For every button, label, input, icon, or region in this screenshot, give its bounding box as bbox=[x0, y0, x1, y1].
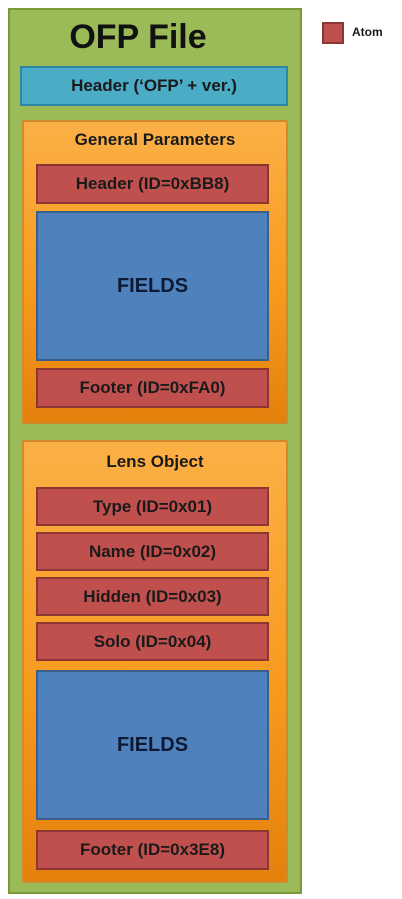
lens-object-name-atom: Name (ID=0x02) bbox=[36, 532, 269, 571]
legend-atom-label: Atom bbox=[352, 25, 383, 39]
legend-atom-swatch bbox=[322, 22, 344, 44]
lens-object-hidden-atom: Hidden (ID=0x03) bbox=[36, 577, 269, 616]
general-parameters-title: General Parameters bbox=[74, 130, 236, 149]
file-header-block: Header (‘OFP’ + ver.) bbox=[20, 66, 288, 106]
general-parameters-fields: FIELDS bbox=[36, 211, 269, 361]
lens-object-type-atom: Type (ID=0x01) bbox=[36, 487, 269, 526]
lens-object-footer-atom: Footer (ID=0x3E8) bbox=[36, 830, 269, 870]
general-parameters-footer-atom: Footer (ID=0xFA0) bbox=[36, 368, 269, 408]
lens-object-fields: FIELDS bbox=[36, 670, 269, 820]
lens-object-title: Lens Object bbox=[106, 452, 204, 471]
general-parameters-header-atom: Header (ID=0xBB8) bbox=[36, 164, 269, 204]
lens-object-solo-atom: Solo (ID=0x04) bbox=[36, 622, 269, 661]
file-title: OFP File bbox=[69, 18, 207, 56]
